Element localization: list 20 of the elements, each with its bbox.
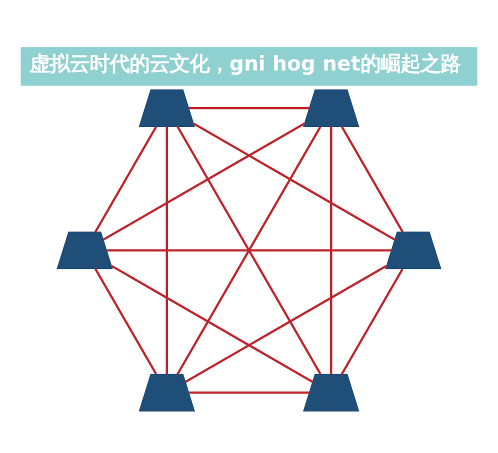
- connector: [94, 268, 158, 374]
- connector: [184, 264, 387, 382]
- connector: [340, 126, 404, 232]
- connector: [106, 248, 392, 251]
- connector: [94, 126, 158, 232]
- connector: [330, 126, 332, 374]
- connector: [188, 391, 310, 394]
- node-picture: [138, 373, 195, 411]
- connector: [193, 122, 396, 240]
- node-picture: [56, 231, 113, 269]
- connector: [188, 106, 310, 109]
- diagram-title: 虚拟云时代的云文化，gni hog net的崛起之路: [29, 51, 461, 76]
- node-picture: [303, 88, 360, 126]
- connector: [102, 122, 305, 240]
- node-picture: [303, 373, 360, 411]
- connector: [110, 264, 314, 382]
- node-picture: [385, 231, 442, 269]
- connector: [166, 126, 168, 374]
- node-picture: [138, 88, 195, 126]
- connector: [340, 268, 404, 374]
